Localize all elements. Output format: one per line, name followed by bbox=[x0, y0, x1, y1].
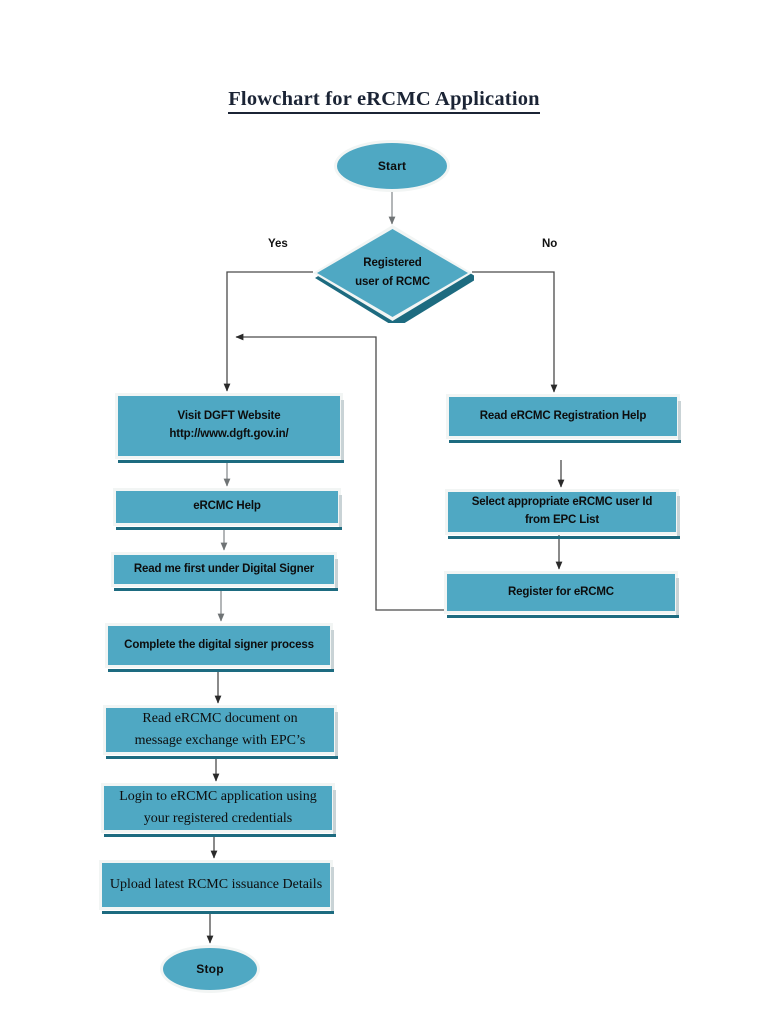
node-read-ercmc-document-line2: message exchange with EPC’s bbox=[134, 733, 306, 748]
node-read-registration-help[interactable]: Read eRCMC Registration Help bbox=[446, 394, 681, 443]
connector-decision-no bbox=[472, 271, 558, 393]
node-decision-line1: Registered bbox=[363, 257, 422, 270]
node-decision-label: Registered user of RCMC bbox=[311, 223, 474, 323]
node-read-ercmc-document-line1: Read eRCMC document on bbox=[142, 711, 298, 727]
node-read-me-first-line1: Read me first under Digital Signer bbox=[133, 562, 315, 575]
page-title-text: Flowchart for eRCMC Application bbox=[228, 88, 540, 114]
diamond-shape bbox=[313, 225, 474, 323]
page-title: Flowchart for eRCMC Application bbox=[0, 88, 768, 114]
node-read-registration-help-line1: Read eRCMC Registration Help bbox=[479, 409, 647, 422]
node-visit-dgft-website-line1: Visit DGFT Website bbox=[177, 410, 281, 423]
node-decision[interactable]: Registered user of RCMC bbox=[311, 223, 474, 323]
node-select-ercmc-user-id[interactable]: Select appropriate eRCMC user Id from EP… bbox=[445, 489, 680, 539]
branch-label-no: No bbox=[542, 238, 558, 250]
node-register-for-ercmc-line1: Register for eRCMC bbox=[508, 585, 614, 598]
node-ercmc-help-line1: eRCMC Help bbox=[193, 500, 261, 513]
node-ercmc-help[interactable]: eRCMC Help bbox=[113, 488, 342, 530]
node-start-label: Start bbox=[377, 159, 407, 173]
node-read-me-first[interactable]: Read me first under Digital Signer bbox=[111, 552, 338, 591]
node-complete-digital-signer[interactable]: Complete the digital signer process bbox=[105, 623, 334, 672]
node-login-to-ercmc-line2: your registered credentials bbox=[143, 811, 293, 826]
node-login-to-ercmc-line1: Login to eRCMC application using bbox=[119, 789, 317, 805]
node-decision-line2: user of RCMC bbox=[355, 276, 430, 288]
node-select-ercmc-user-id-line1: Select appropriate eRCMC user Id bbox=[471, 496, 653, 509]
connector-decision-yes bbox=[226, 271, 313, 337]
node-visit-dgft-website[interactable]: Visit DGFT Website http://www.dgft.gov.i… bbox=[115, 393, 344, 463]
node-stop-label: Stop bbox=[196, 962, 224, 976]
node-start[interactable]: Start bbox=[334, 140, 451, 197]
diamond-fill bbox=[317, 229, 468, 317]
node-select-ercmc-user-id-line2: from EPC List bbox=[524, 514, 600, 526]
node-upload-rcmc-details[interactable]: Upload latest RCMC issuance Details bbox=[99, 860, 334, 914]
branch-label-yes: Yes bbox=[268, 238, 288, 250]
node-login-to-ercmc[interactable]: Login to eRCMC application using your re… bbox=[101, 783, 336, 837]
node-upload-rcmc-details-line1: Upload latest RCMC issuance Details bbox=[109, 877, 323, 893]
node-complete-digital-signer-line1: Complete the digital signer process bbox=[124, 638, 314, 651]
node-stop[interactable]: Stop bbox=[160, 945, 261, 998]
node-visit-dgft-website-line2: http://www.dgft.gov.in/ bbox=[169, 428, 289, 440]
node-register-for-ercmc[interactable]: Register for eRCMC bbox=[444, 571, 679, 618]
node-read-ercmc-document[interactable]: Read eRCMC document on message exchange … bbox=[103, 705, 338, 759]
